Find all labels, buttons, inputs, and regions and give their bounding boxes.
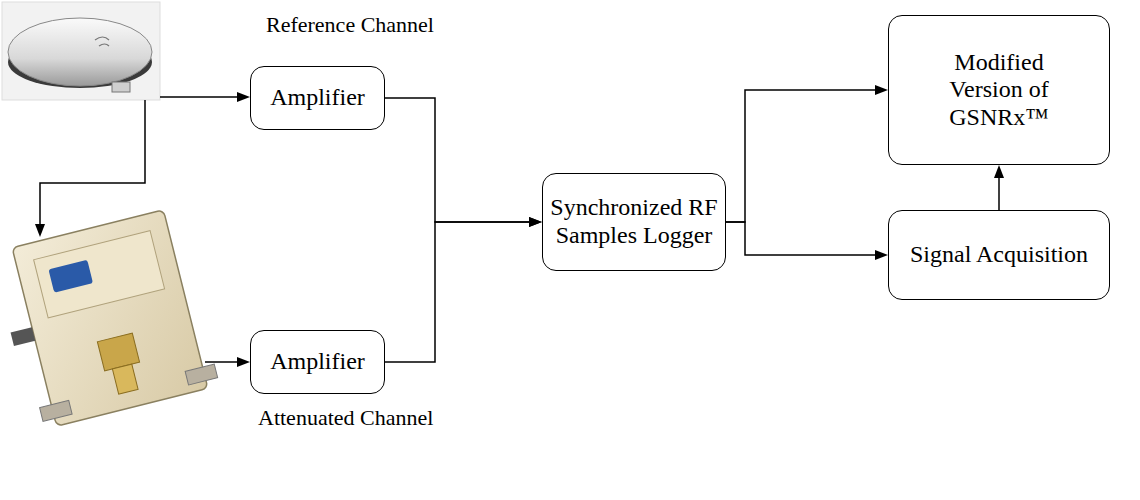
- wire-arrowhead: [35, 224, 45, 237]
- connector-line: [726, 90, 877, 222]
- arrowhead: [994, 165, 1004, 178]
- attenuator-connector: [97, 333, 139, 371]
- box-text: Modified Version of GSNRx™: [929, 49, 1069, 132]
- attenuator-connector: [112, 364, 138, 394]
- photo-frame: [2, 2, 160, 100]
- signal-wire: [40, 97, 237, 362]
- process-box: Signal Acquisition: [888, 210, 1110, 300]
- signal-wire: [160, 96, 237, 98]
- antenna-dome: [8, 18, 152, 86]
- attenuator-foot: [40, 400, 72, 421]
- attenuator-plate: [34, 231, 165, 318]
- antenna-connector: [112, 82, 130, 92]
- arrowhead: [875, 250, 888, 260]
- connector-line: [998, 176, 1000, 210]
- wire-arrowhead: [237, 92, 250, 102]
- attenuator-badge: [48, 260, 93, 293]
- connector-arrow: [726, 222, 888, 260]
- box-text: Amplifier: [270, 348, 365, 376]
- channel-label: Reference Channel: [266, 12, 434, 38]
- box-text: Signal Acquisition: [910, 241, 1088, 269]
- process-box: Amplifier: [250, 66, 385, 130]
- wire-arrowhead: [35, 92, 250, 367]
- connector-arrow: [994, 165, 1004, 210]
- box-text: Amplifier: [270, 84, 365, 112]
- antenna-logo: [95, 37, 109, 46]
- wire-arrowhead: [237, 357, 250, 367]
- signal-wire: [40, 100, 145, 224]
- process-box: Amplifier: [250, 330, 385, 394]
- attenuator-foot: [185, 364, 217, 385]
- channel-label: Attenuated Channel: [258, 405, 433, 431]
- connector-line: [385, 98, 531, 222]
- arrowhead: [875, 85, 888, 95]
- signal-wire: [205, 361, 237, 363]
- process-box: Modified Version of GSNRx™: [888, 15, 1110, 165]
- attenuator-cable: [11, 327, 36, 346]
- attenuator-body: [12, 210, 208, 426]
- process-box: Synchronized RF Samples Logger: [542, 173, 726, 272]
- connector-arrow: [385, 217, 542, 362]
- attenuator-photo: [0, 207, 220, 431]
- antenna-photo: [2, 2, 160, 100]
- box-text: Synchronized RF Samples Logger: [549, 194, 719, 249]
- arrowhead: [529, 217, 542, 227]
- arrowhead: [529, 217, 542, 227]
- connector-arrow: [385, 98, 542, 227]
- connector-line: [385, 222, 531, 362]
- connector-line: [726, 222, 877, 255]
- connector-arrow: [726, 85, 888, 222]
